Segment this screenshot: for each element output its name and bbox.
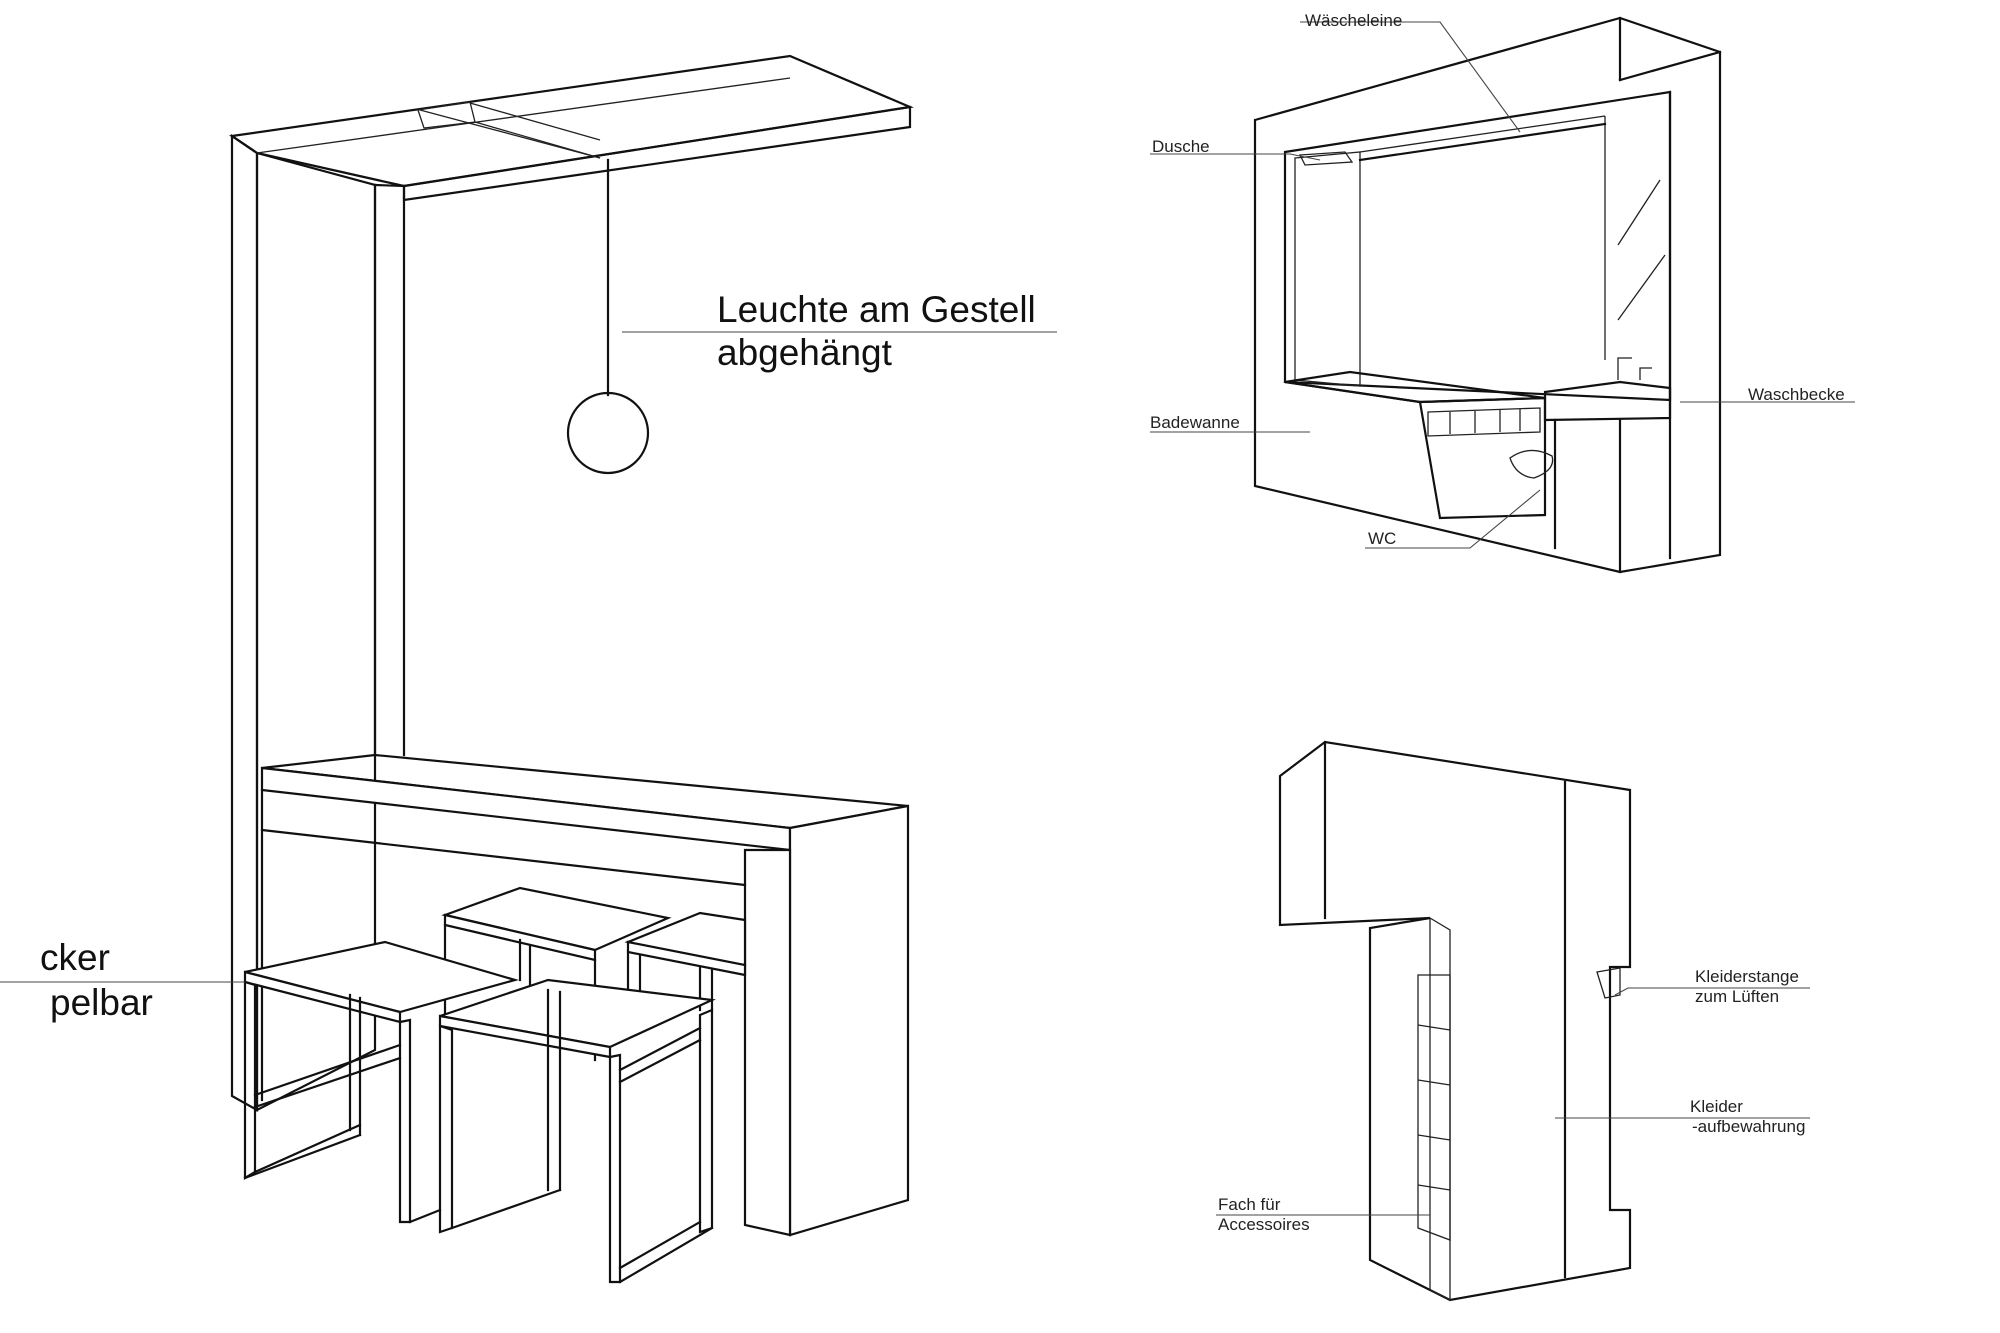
stool-back-left — [441, 886, 672, 1062]
table-front-edge — [260, 766, 792, 852]
bathroom-module-illustration: Wäscheleine Dusche Waschbecke Badewanne … — [1150, 11, 1855, 574]
bath-shower-recess — [1294, 151, 1361, 387]
stool-mid-rail — [618, 1026, 702, 1072]
waescheleine-leader — [1300, 21, 1521, 133]
washbasin — [1543, 380, 1672, 422]
kleiderstange-leader — [1614, 987, 1810, 996]
waescheleine-label: Wäscheleine — [1305, 11, 1402, 30]
pendant-lamp-icon — [566, 391, 650, 475]
stool-back-right — [624, 911, 747, 1012]
shelf-board — [1417, 1184, 1451, 1191]
wc-label: WC — [1368, 529, 1396, 548]
stool-bottom-rail — [253, 1123, 362, 1174]
wardrobe-module-illustration: Kleiderstange zum Lüften Kleider -aufbew… — [1216, 740, 1810, 1302]
wc-box — [1418, 396, 1547, 520]
leuchte-label-line2: abgehängt — [717, 332, 893, 373]
kleider-label-line1: Kleider — [1690, 1097, 1743, 1116]
bathtub-edge — [1283, 380, 1422, 404]
hocker-label-line2: pelbar — [50, 982, 153, 1023]
toilet-bowl-icon — [1509, 449, 1554, 479]
wc-leader — [1365, 489, 1541, 549]
stool-mid-rail — [253, 1056, 402, 1109]
hanging-rod-bracket — [1596, 967, 1621, 999]
kleider-label-line2: -aufbewahrung — [1692, 1117, 1805, 1136]
canopy-inner-line — [256, 77, 791, 154]
stool-bottom-rail — [408, 1208, 442, 1224]
table-side-block — [788, 804, 910, 1237]
stool-leg — [698, 1008, 714, 1234]
fach-label-line2: Accessoires — [1218, 1215, 1310, 1234]
mirror-reflection — [1617, 254, 1666, 321]
canopy-top — [229, 54, 914, 188]
stool-front-right — [438, 978, 716, 1284]
bath-back-top — [1359, 115, 1606, 153]
kleiderstange-label-line2: zum Lüften — [1695, 987, 1779, 1006]
bar-table-illustration: Leuchte am Gestell abgehängt — [0, 54, 1057, 1284]
leuchte-label-line1: Leuchte am Gestell — [717, 289, 1036, 330]
stool-top — [244, 940, 520, 1014]
fach-label-line1: Fach für — [1218, 1195, 1281, 1214]
stool-leg — [438, 1024, 454, 1234]
stool-bottom-rail — [618, 1226, 714, 1284]
stool-mid-rail — [253, 1043, 402, 1097]
frame-back-post-face — [255, 151, 377, 1112]
table-side-inner — [743, 848, 792, 1237]
shower-head-icon — [1298, 151, 1354, 166]
shelf-board — [1417, 1079, 1451, 1086]
clothesline — [1358, 122, 1607, 162]
stool-leg — [608, 1053, 622, 1284]
canopy-panel-b — [469, 102, 601, 141]
waschbecke-label: Waschbecke — [1748, 385, 1845, 404]
canopy-front — [402, 105, 912, 202]
frame-back-post — [230, 133, 259, 1112]
shelf-board — [1417, 1134, 1451, 1141]
wardrobe-side — [1429, 916, 1451, 1302]
shelf-board — [1417, 1024, 1451, 1031]
accessories-shelf — [1417, 974, 1451, 1241]
stool-leg — [243, 980, 257, 1180]
stool-top-edge — [626, 940, 747, 977]
dusche-label: Dusche — [1152, 137, 1210, 156]
stool-mid-rail — [618, 1038, 702, 1084]
badewanne-label: Badewanne — [1150, 413, 1240, 432]
stool-bottom-rail — [450, 1188, 562, 1230]
bath-opening — [1283, 90, 1672, 402]
hocker-label-line1: cker — [40, 937, 110, 978]
stool-leg — [398, 1018, 412, 1224]
table-under-edge — [260, 828, 747, 887]
bath-outer-front — [1253, 16, 1722, 574]
mirror-reflection — [1617, 179, 1661, 246]
stool-front-left — [243, 940, 520, 1224]
faucet-icon — [1617, 357, 1652, 380]
bath-top-edge — [1618, 50, 1722, 82]
wc-shelf — [1427, 407, 1541, 437]
kleiderstange-label-line1: Kleiderstange — [1695, 967, 1799, 986]
canopy-panel-c — [474, 121, 601, 159]
stool-bottom-rail — [243, 1133, 362, 1180]
dusche-leader — [1150, 153, 1321, 161]
wardrobe-outline — [1278, 740, 1632, 1302]
stool-bottom-rail — [618, 1220, 702, 1270]
